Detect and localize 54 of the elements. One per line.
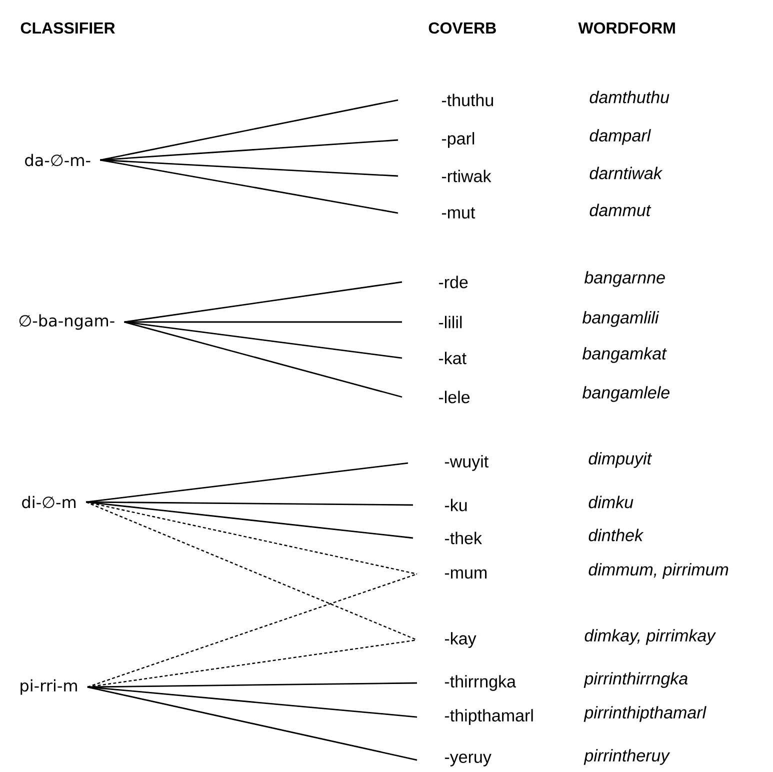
connector-line <box>100 99 398 161</box>
coverb-text: -thipthamarl <box>444 709 533 725</box>
wordform-text: pirrinthipthamarl <box>584 706 706 722</box>
coverb-text: -rtiwak <box>442 170 492 182</box>
connector-line <box>100 159 398 177</box>
connector-line <box>86 462 408 503</box>
column-heading: CLASSIFIER <box>20 22 115 34</box>
coverb-text: -thuthu <box>442 94 493 106</box>
coverb-text: -thirrngka <box>444 675 516 691</box>
wordform-text: pirrinthirrngka <box>584 672 688 688</box>
connector-line <box>87 686 418 761</box>
coverb-text: -lilil <box>438 316 462 328</box>
column-heading: COVERB <box>428 22 496 34</box>
wordform-text: bangarnne <box>584 271 665 287</box>
connector-line <box>86 501 418 641</box>
wordform-text: damthuthu <box>590 90 670 104</box>
column-heading: WORDFORM <box>578 22 675 34</box>
coverb-text: -rde <box>438 276 468 288</box>
wordform-text: bangamlele <box>582 386 670 402</box>
connector-line <box>124 321 402 398</box>
coverb-text: -mut <box>442 207 476 219</box>
connector-line <box>124 321 402 359</box>
connector-line <box>87 639 418 688</box>
coverb-text: -thek <box>444 532 482 544</box>
classifier-text: di-∅-m <box>22 496 76 508</box>
connector-line <box>124 281 402 323</box>
classifier-text: pi-rri-m <box>20 679 77 695</box>
classifier-text: da-∅-m- <box>25 154 90 166</box>
wordform-text: dimkay, pirrimkay <box>584 629 716 645</box>
wordform-text: dammut <box>590 204 652 216</box>
wordform-text: dinthek <box>588 528 644 542</box>
coverb-text: -lele <box>438 390 470 404</box>
wordform-text: dimku <box>588 496 634 508</box>
connector-line <box>86 501 418 575</box>
coverb-text: -kay <box>444 632 476 648</box>
coverb-text: -ku <box>444 498 467 512</box>
wordform-text: dimmum, pirrimum <box>588 563 728 579</box>
coverb-text: -kat <box>438 352 466 364</box>
coverb-text: -yeruy <box>444 754 492 766</box>
connector-line <box>100 159 398 214</box>
connector-line <box>87 686 418 718</box>
wordform-text: damparl <box>590 129 651 145</box>
wordform-text: darntiwak <box>590 166 663 180</box>
wordform-text: pirrintheruy <box>584 749 670 765</box>
coverb-text: -parl <box>442 132 474 148</box>
connector-line <box>87 573 418 688</box>
coverb-text: -wuyit <box>444 455 488 471</box>
connector-line <box>86 501 414 539</box>
connector-line <box>100 139 398 161</box>
coverb-text: -mum <box>444 569 487 579</box>
wordform-text: dimpuyit <box>588 452 652 468</box>
wordform-text: bangamkat <box>582 347 667 363</box>
wordform-text: bangamlili <box>582 311 660 327</box>
classifier-text: ∅-ba-ngam- <box>19 314 114 330</box>
